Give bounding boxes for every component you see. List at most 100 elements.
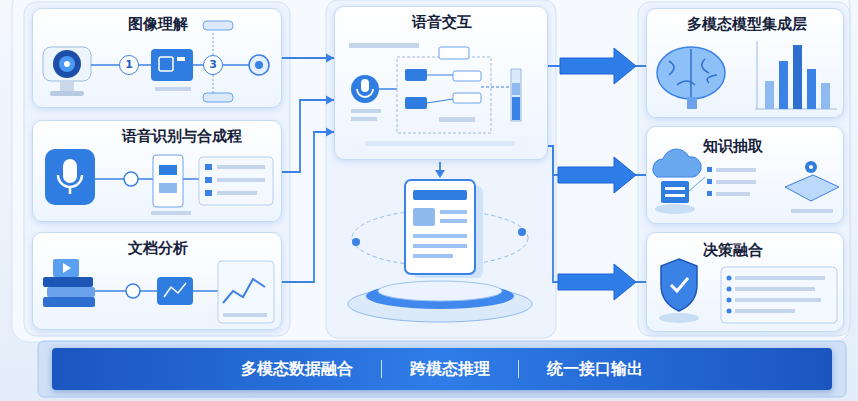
arrow-head [326, 54, 334, 63]
callout-number: 1 [120, 56, 138, 73]
panel-title: 图像理解 [121, 15, 195, 33]
decor-line [183, 178, 199, 180]
decor-rect [716, 168, 756, 172]
decor-polyline [223, 279, 265, 303]
decor-rect [159, 165, 177, 175]
flow-arrow [548, 48, 646, 84]
feature-band: 多模态数据融合跨模态推理统一接口输出 [52, 348, 832, 390]
flow-arrow [548, 146, 646, 193]
decor-rect [177, 57, 185, 61]
decor-rect [735, 309, 795, 313]
decor-rect [665, 194, 685, 197]
arrow-shape [560, 48, 636, 84]
decor-rect [453, 93, 481, 103]
decor-ellipse [655, 204, 695, 214]
decor-rect [413, 244, 467, 248]
decor-circle [124, 172, 138, 186]
decor-rect [512, 83, 520, 95]
decor-rect [661, 181, 689, 203]
decor-line [139, 64, 151, 66]
decor-circle [727, 287, 732, 292]
decor-rect [511, 69, 521, 121]
decor-polygon [63, 263, 71, 273]
decor-rect [735, 298, 821, 302]
separator [381, 360, 382, 378]
connector-line [282, 132, 334, 282]
arrow-head [326, 128, 334, 137]
decor-circle [727, 309, 732, 314]
decor-rect [326, 0, 556, 338]
decor-rect [405, 180, 475, 274]
decor-ellipse [659, 313, 699, 323]
decor-rect [405, 69, 427, 81]
decor-path [653, 149, 701, 177]
decor-line [95, 178, 124, 180]
decor-rect [43, 277, 93, 287]
decor-circle [64, 61, 70, 67]
module-panel: 多模态模型集成层 [646, 8, 844, 118]
decor-rect [397, 57, 491, 133]
decor-rect [205, 164, 212, 170]
decor-rect [735, 287, 815, 291]
decor-rect [361, 79, 369, 92]
decor-rect [351, 117, 377, 121]
decor-rect [638, 2, 850, 336]
step-circle: 3 [203, 55, 223, 75]
decor-rect [223, 313, 267, 317]
module-panel: 语音识别与合成程 [32, 120, 282, 222]
decor-circle [805, 161, 817, 173]
decor-rect [807, 69, 816, 109]
decor-circle [255, 61, 263, 69]
decor-rect [707, 191, 712, 196]
decor-rect [791, 209, 833, 213]
decor-rect [440, 219, 467, 223]
decor-polygon [435, 170, 445, 178]
feature-label: 统一接口输出 [547, 359, 643, 379]
callout-number: 3 [204, 56, 222, 73]
decor-rect [155, 87, 191, 91]
decor-circle [59, 56, 75, 72]
flow-arrow [548, 146, 646, 300]
decor-rect [721, 267, 837, 323]
decor-line [69, 187, 72, 194]
decor-circle [352, 238, 360, 246]
decor-rect [405, 97, 427, 109]
decor-line [427, 75, 453, 76]
panel-title: 文档分析 [121, 239, 195, 257]
decor-ellipse [657, 47, 725, 99]
decor-rect [413, 208, 435, 226]
module-panel: 决策融合 [646, 232, 844, 332]
decor-line [757, 41, 758, 109]
decor-rect [440, 210, 467, 214]
decor-circle [809, 165, 813, 169]
decor-line [481, 87, 509, 88]
decor-rect [707, 179, 712, 184]
decor-path [669, 49, 717, 97]
decor-rect [735, 276, 825, 280]
decor-rect [349, 43, 419, 48]
decor-line [439, 162, 441, 171]
decor-path [661, 259, 697, 311]
decor-rect [512, 97, 520, 120]
connector-arrow [282, 54, 334, 63]
decor-polyline [671, 278, 688, 291]
decor-circle [53, 50, 81, 78]
decor-rect [413, 190, 467, 200]
decor-rect [779, 61, 788, 109]
decor-circle [126, 284, 140, 298]
decor-line [91, 64, 119, 66]
decor-rect [151, 49, 193, 81]
decor-rect [716, 180, 756, 184]
decor-rect [351, 109, 381, 113]
decor-rect [199, 157, 273, 205]
decor-rect [24, 2, 290, 336]
decor-rect [793, 45, 802, 109]
decor-rect [159, 183, 177, 193]
connector-line [548, 146, 646, 282]
decor-rect [217, 191, 257, 195]
decor-rect [43, 297, 95, 307]
module-panel: 图像理解 1 3 [32, 8, 282, 108]
module-panel: 知识抽取 [646, 126, 844, 224]
decor-rect [716, 192, 750, 196]
connector-arrow [282, 128, 334, 283]
